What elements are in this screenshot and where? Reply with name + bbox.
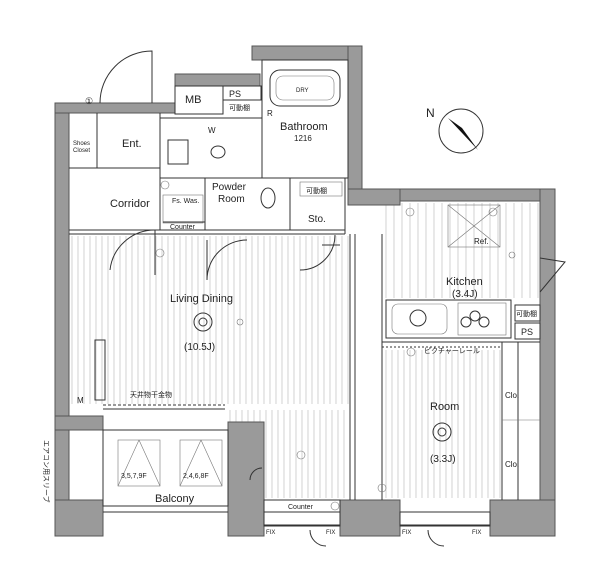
label-living-dining: Living Dining [170, 293, 233, 305]
label-fix-2: FIX [326, 530, 335, 536]
label-bathroom: Bathroom [280, 121, 328, 133]
label-side-note: エアコン用スリーブ [42, 440, 51, 503]
label-shelf-top: 可動棚 [229, 103, 250, 112]
wall-west [54, 102, 70, 509]
label-powder-room: Room [218, 194, 245, 205]
label-fs-was: Fs. Was. [172, 198, 199, 205]
label-counter-bottom: Counter [288, 504, 314, 511]
marker-m: M [77, 396, 84, 405]
wall-north-mb [174, 73, 261, 87]
label-mb: MB [185, 94, 202, 106]
label-counter-wash: Counter [170, 224, 196, 231]
label-shelf-sto: 可動棚 [306, 186, 327, 195]
wall-north-bath [251, 45, 363, 61]
label-closet: Closet [73, 148, 90, 154]
label-bathroom-size: 1216 [294, 134, 312, 143]
room-labels: MB PS 可動棚 Bathroom 1216 DRY W Shoes Clos… [42, 88, 537, 536]
label-clo-1: Clo. [505, 391, 519, 400]
wall-kitchen-nw [347, 188, 401, 206]
ps-top-box [222, 85, 262, 101]
north-compass: N [426, 106, 484, 154]
wall-south-east [489, 499, 556, 537]
label-w: W [208, 126, 216, 135]
compass-arrow-icon [448, 118, 478, 150]
label-room-size: (3.3J) [430, 454, 456, 465]
label-room: Room [430, 401, 459, 413]
label-dry: DRY [296, 88, 309, 94]
wall-kitchen-north [399, 188, 556, 202]
label-ent: Ent. [122, 138, 142, 150]
label-fix-3: FIX [402, 530, 411, 536]
wall-balcony-sw [54, 499, 104, 537]
label-ps-kitchen: PS [521, 327, 533, 337]
label-ref: Ref. [474, 237, 489, 246]
label-hanger: 天井物干金物 [130, 390, 172, 399]
bathroom-box [261, 59, 349, 179]
label-floor-b: 2,4,6,8F [183, 473, 209, 480]
wall-south-mid [339, 499, 401, 537]
label-powder: Powder [212, 182, 247, 193]
label-sto: Sto. [308, 214, 326, 225]
label-living-size: (10.5J) [184, 342, 215, 353]
label-kitchen-size: (3.4J) [452, 289, 478, 300]
interior-partitions [69, 59, 541, 527]
label-balcony: Balcony [155, 493, 195, 505]
wall-balcony-east [227, 421, 265, 537]
label-fix-4: FIX [472, 530, 481, 536]
wall-balcony-nw [54, 415, 104, 431]
label-shelf-kitchen: 可動棚 [516, 309, 537, 318]
doors [99, 50, 566, 547]
label-clo-2: Clo. [505, 460, 519, 469]
label-picture-rail: ピクチャーレール [424, 347, 480, 355]
wall-north-west [54, 102, 176, 114]
floor-hatching [71, 203, 539, 498]
exterior-walls [54, 45, 556, 537]
wall-bath-east [347, 45, 363, 190]
label-shoes: Shoes [73, 141, 90, 147]
fixtures [155, 139, 516, 511]
label-corridor: Corridor [110, 198, 150, 210]
label-floor-a: 3,5,7,9F [121, 473, 147, 480]
compass-label: N [426, 106, 435, 120]
label-ps-top: PS [229, 89, 241, 99]
label-fix-1: FIX [266, 530, 275, 536]
marker-r: R [267, 109, 273, 118]
marker-1: ① [85, 96, 93, 106]
wall-east [539, 188, 556, 510]
label-kitchen: Kitchen [446, 276, 483, 288]
